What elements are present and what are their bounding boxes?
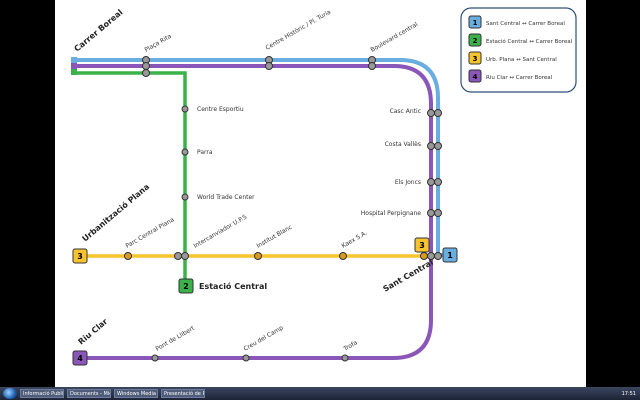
- station-label: Centre Esportiu: [197, 106, 244, 113]
- transit-map: Plaça Rita Centre Històric / Pl. Turia B…: [55, 0, 586, 387]
- legend-item-3[interactable]: 3 Urb. Plana ↔ Sant Central: [468, 51, 557, 65]
- station-label: Kaex S.A.: [341, 230, 369, 250]
- svg-text:4: 4: [77, 354, 83, 363]
- line-4-stub: [71, 63, 77, 69]
- station-dot[interactable]: [427, 178, 435, 186]
- svg-text:1: 1: [447, 251, 453, 260]
- legend-item-2[interactable]: 2 Estació Central ↔ Carrer Boreal: [468, 33, 573, 47]
- svg-text:3: 3: [473, 55, 478, 63]
- right-stations: Casc Antic Costa Vallès Els Joncs Hospit…: [361, 108, 442, 217]
- station-dot[interactable]: [420, 252, 428, 260]
- svg-text:4: 4: [473, 73, 478, 81]
- start-orb-icon[interactable]: [3, 388, 17, 399]
- station-label: Parc Central Plana: [125, 216, 176, 250]
- legend: 1 Sant Central ↔ Carrer Boreal 2 Estació…: [460, 7, 577, 93]
- station-dot[interactable]: [142, 69, 150, 77]
- station-dot[interactable]: [434, 209, 442, 217]
- tray-clock[interactable]: 17:51: [621, 390, 636, 397]
- legend-item-4[interactable]: 4 Riu Clar ↔ Carrer Boreal: [468, 69, 553, 83]
- station-dot[interactable]: [427, 109, 435, 117]
- line-2-path: [75, 71, 187, 287]
- badge-line-3-west[interactable]: 3: [72, 248, 88, 264]
- svg-text:2: 2: [183, 282, 189, 291]
- station-dot[interactable]: [181, 105, 189, 113]
- svg-text:3: 3: [77, 252, 83, 261]
- bottom-stations: Pont de Llibert Creu del Camp Trofa: [151, 324, 359, 362]
- badge-line-1-east[interactable]: 1: [442, 247, 458, 263]
- svg-text:Riu Clar ↔ Carrer Boreal: Riu Clar ↔ Carrer Boreal: [486, 75, 553, 81]
- station-label: Institut Blanc: [256, 224, 294, 250]
- station-label: World Trade Center: [197, 194, 255, 201]
- line-2-stub: [71, 69, 77, 75]
- taskbar-item[interactable]: Documents - Micr: [67, 389, 111, 398]
- station-dot[interactable]: [254, 252, 262, 260]
- map-svg: Plaça Rita Centre Històric / Pl. Turia B…: [71, 7, 577, 366]
- station-label: Casc Antic: [390, 108, 421, 115]
- yellow-stations: Parc Central Plana Intercanviador U.P.S …: [124, 213, 442, 260]
- station-label: Parra: [197, 149, 213, 156]
- line-1-path: [75, 58, 445, 257]
- station-dot[interactable]: [242, 354, 250, 362]
- svg-text:Urb. Plana ↔ Sant Central: Urb. Plana ↔ Sant Central: [486, 57, 557, 63]
- station-dot[interactable]: [174, 252, 182, 260]
- taskbar-item[interactable]: Presentació de Po: [161, 389, 205, 398]
- svg-text:Estació Central ↔ Carrer Borea: Estació Central ↔ Carrer Boreal: [486, 38, 573, 45]
- terminal-label-estacio-central: Estació Central: [199, 281, 267, 291]
- legend-item-1[interactable]: 1 Sant Central ↔ Carrer Boreal: [468, 15, 565, 29]
- line-1-stub: [71, 57, 77, 63]
- svg-text:3: 3: [419, 241, 425, 250]
- station-label: Pont de Llibert: [155, 325, 197, 353]
- svg-text:2: 2: [473, 37, 478, 45]
- station-label: Plaça Rita: [144, 33, 174, 54]
- station-label: Intercanviador U.P.S: [193, 213, 249, 249]
- svg-text:1: 1: [473, 19, 478, 27]
- station-dot[interactable]: [434, 142, 442, 150]
- station-dot[interactable]: [434, 109, 442, 117]
- badge-line-3-east[interactable]: 3: [414, 237, 430, 253]
- taskbar-item[interactable]: Informació Publica: [20, 389, 64, 398]
- station-dot[interactable]: [368, 62, 376, 70]
- station-dot[interactable]: [181, 252, 189, 260]
- station-dot[interactable]: [181, 193, 189, 201]
- station-dot[interactable]: [181, 148, 189, 156]
- green-stations: Centre Esportiu Parra World Trade Center: [181, 105, 255, 201]
- terminal-label-carrer-boreal: Carrer Boreal: [73, 8, 125, 54]
- taskbar: Informació Publica Documents - Micr Wind…: [0, 387, 640, 400]
- station-label: Boulevard central: [370, 21, 420, 54]
- station-label: Centre Històric / Pl. Turia: [265, 8, 333, 51]
- station-label: Creu del Camp: [243, 324, 285, 352]
- station-dot[interactable]: [427, 209, 435, 217]
- station-dot[interactable]: [341, 354, 349, 362]
- station-label: Trofa: [342, 339, 359, 353]
- station-label: Costa Vallès: [385, 141, 421, 148]
- badge-line-2-south[interactable]: 2: [178, 278, 194, 294]
- terminal-label-riu-clar: Riu Clar: [77, 317, 110, 347]
- station-dot[interactable]: [427, 142, 435, 150]
- taskbar-item[interactable]: Windows Media Pl: [114, 389, 158, 398]
- station-dot[interactable]: [151, 354, 159, 362]
- station-dot[interactable]: [124, 252, 132, 260]
- station-dot[interactable]: [142, 62, 150, 70]
- station-dot[interactable]: [434, 252, 442, 260]
- svg-text:Sant Central ↔ Carrer Boreal: Sant Central ↔ Carrer Boreal: [486, 21, 565, 27]
- badge-line-4-west[interactable]: 4: [72, 350, 88, 366]
- terminal-label-sant-central: Sant Central: [382, 258, 436, 294]
- station-dot[interactable]: [434, 178, 442, 186]
- station-dot[interactable]: [339, 252, 347, 260]
- station-dot[interactable]: [265, 62, 273, 70]
- station-label: Els Joncs: [395, 179, 421, 186]
- station-label: Hospital Perpignane: [361, 210, 422, 217]
